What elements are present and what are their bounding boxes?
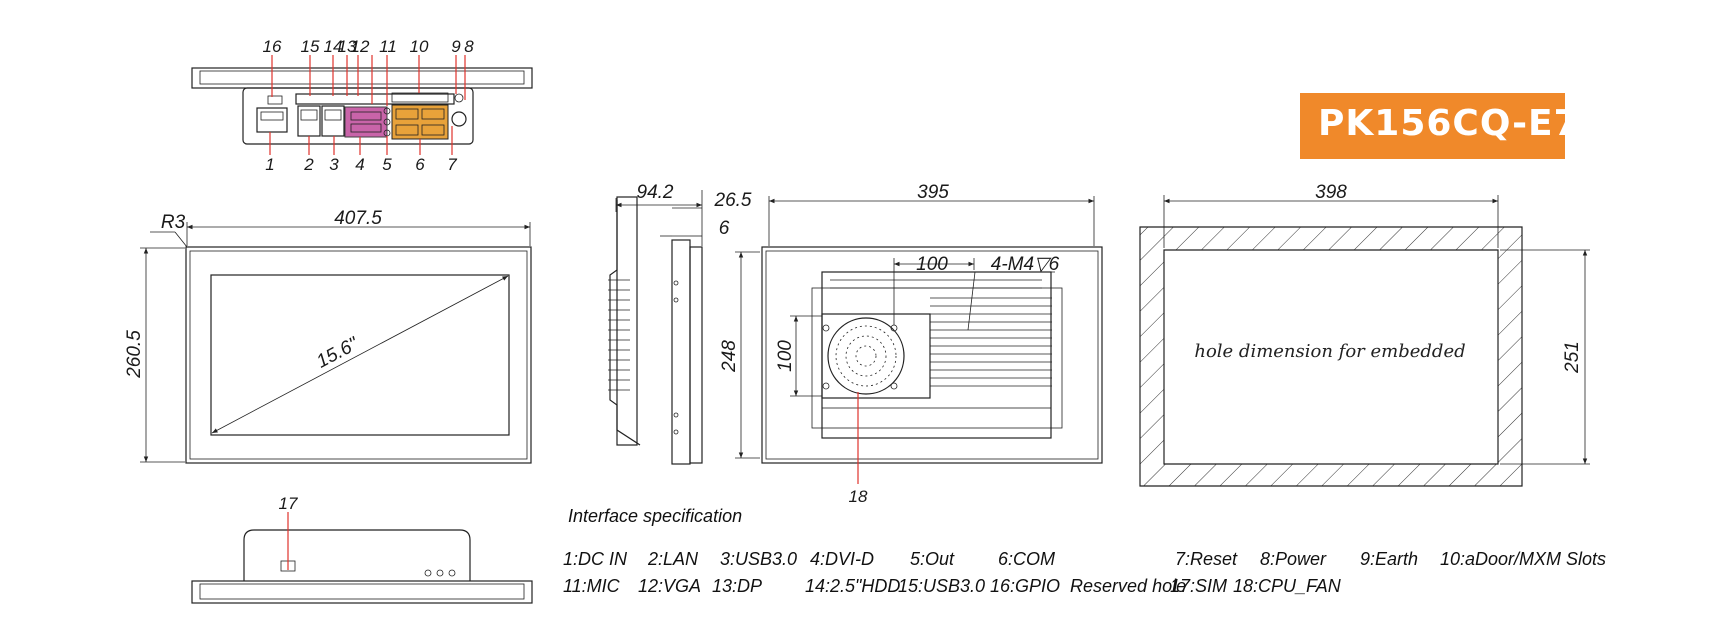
callout-14: 14 bbox=[324, 37, 343, 56]
front-height-label: 260.5 bbox=[124, 330, 145, 379]
callout-12: 12 bbox=[351, 37, 370, 56]
rear-io-panel bbox=[191, 67, 533, 145]
callout-9: 9 bbox=[451, 37, 461, 56]
depth-label: 94.2 bbox=[637, 182, 674, 203]
callout-8: 8 bbox=[464, 37, 474, 56]
callout-1: 1 bbox=[265, 155, 274, 174]
callout-2: 2 bbox=[303, 155, 314, 174]
callout-13: 13 bbox=[338, 37, 357, 56]
bezel-depth-label: 26.5 bbox=[714, 190, 752, 211]
cutout-height-label: 251 bbox=[1562, 341, 1583, 374]
spec-item: 5:Out bbox=[910, 549, 955, 569]
spec-item: 17:SIM bbox=[1170, 576, 1227, 596]
spec-item: 15:USB3.0 bbox=[898, 576, 985, 596]
callout-6: 6 bbox=[415, 155, 425, 174]
spec-item: 14:2.5"HDD bbox=[805, 576, 900, 596]
spec-item: 16:GPIO Reserved hole bbox=[990, 576, 1186, 596]
callout-11: 11 bbox=[379, 37, 397, 56]
spec-item: 6:COM bbox=[998, 549, 1055, 569]
spec-item: 13:DP bbox=[712, 576, 762, 596]
spec-item: 7:Reset bbox=[1175, 549, 1238, 569]
vesa-h-label: 100 bbox=[916, 254, 948, 275]
callout-3: 3 bbox=[329, 155, 339, 174]
front-width-label: 407.5 bbox=[334, 208, 382, 229]
spec-item: 2:LAN bbox=[647, 549, 699, 569]
spec-item: 9:Earth bbox=[1360, 549, 1418, 569]
callout-5: 5 bbox=[382, 155, 392, 174]
spec-item: 18:CPU_FAN bbox=[1233, 576, 1342, 596]
rear-callout-lines bbox=[269, 55, 466, 155]
back-height-label: 248 bbox=[719, 340, 740, 373]
vesa-v-label: 100 bbox=[775, 340, 796, 372]
spec-item: 11:MIC bbox=[563, 576, 621, 596]
callout-15: 15 bbox=[301, 37, 320, 56]
corner-radius-label: R3 bbox=[161, 212, 186, 233]
side-view bbox=[608, 190, 703, 465]
spec-item: 10:aDoor/MXM Slots bbox=[1440, 549, 1606, 569]
spec-item: 1:DC IN bbox=[563, 549, 628, 569]
spec-item: 8:Power bbox=[1260, 549, 1327, 569]
back-width-label: 395 bbox=[917, 182, 949, 203]
screen-diagonal-label: 15.6" bbox=[313, 333, 363, 373]
spec-item: 12:VGA bbox=[638, 576, 701, 596]
callout-7: 7 bbox=[447, 155, 457, 174]
spec-title: Interface specification bbox=[568, 506, 742, 526]
front-view bbox=[140, 222, 532, 464]
model-badge: PK156CQ-E7S bbox=[1300, 93, 1565, 159]
bottom-view bbox=[191, 529, 533, 604]
bezel-thickness-label: 6 bbox=[719, 218, 730, 239]
spec-item: 4:DVI-D bbox=[810, 549, 874, 569]
callout-17: 17 bbox=[279, 494, 298, 513]
spec-item: 3:USB3.0 bbox=[720, 549, 797, 569]
callout-10: 10 bbox=[410, 37, 429, 56]
callout-4: 4 bbox=[355, 155, 364, 174]
model-name: PK156CQ-E7S bbox=[1318, 103, 1565, 144]
cutout-width-label: 398 bbox=[1315, 182, 1347, 203]
interface-spec: Interface specification 1:DC IN 2:LAN 3:… bbox=[563, 506, 1606, 596]
cutout-note: hole dimension for embedded bbox=[1194, 341, 1465, 362]
screw-note-label: 4-M4▽6 bbox=[991, 254, 1060, 275]
back-view bbox=[735, 196, 1103, 464]
cutout-view bbox=[1139, 195, 1590, 487]
callout-18: 18 bbox=[849, 487, 868, 506]
callout-16: 16 bbox=[263, 37, 282, 56]
